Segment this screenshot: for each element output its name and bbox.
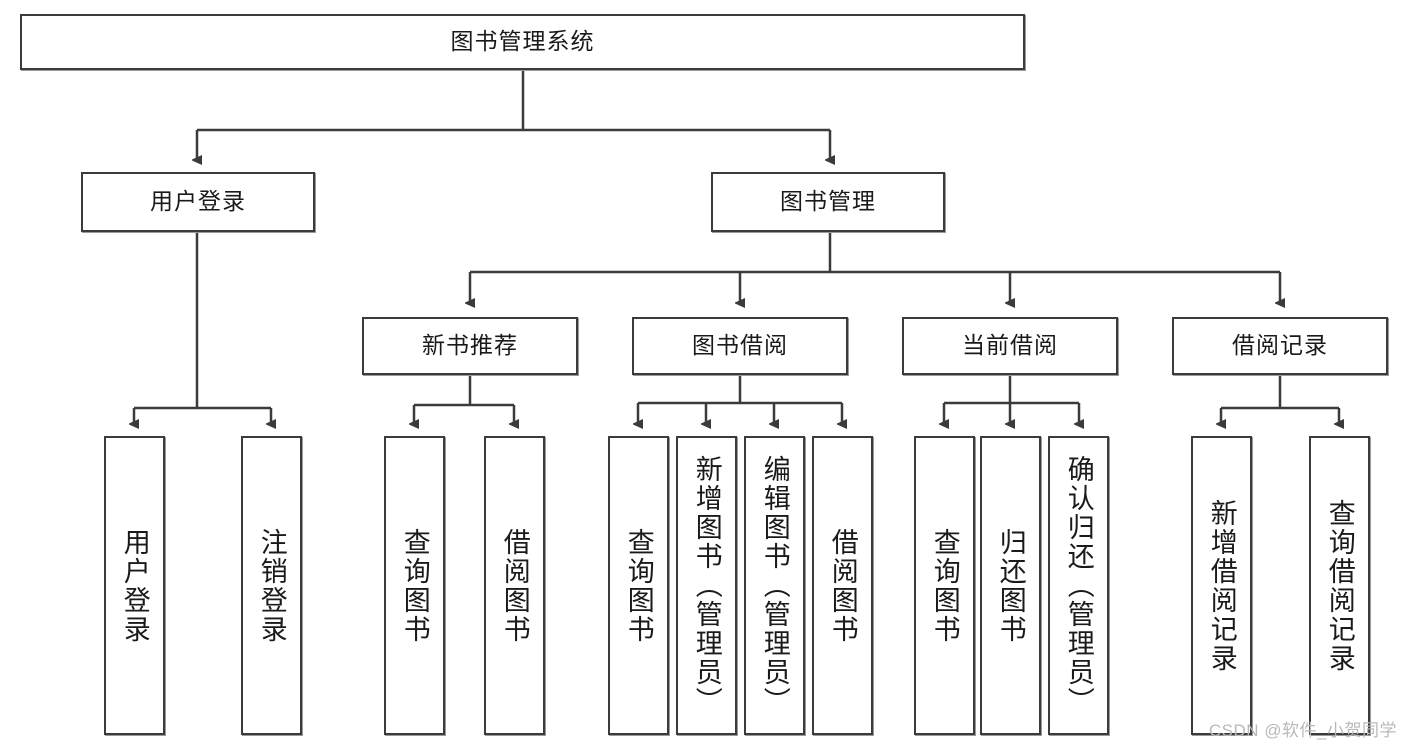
node-label: 注销登录 [256,527,287,644]
node-label: 确认归还（管理员） [1063,455,1094,716]
node-label: 图书管理 [780,188,876,215]
node-leaf-recommend-query-book[interactable]: 查询图书 [384,436,445,735]
node-label: 用户登录 [119,527,150,644]
node-leaf-recommend-borrow-book[interactable]: 借阅图书 [484,436,545,735]
node-label: 新增图书（管理员） [691,455,722,716]
node-leaf-borrow-query-book[interactable]: 查询图书 [608,436,669,735]
node-label: 图书借阅 [692,332,788,359]
node-book-borrow[interactable]: 图书借阅 [632,317,848,375]
node-leaf-user-login[interactable]: 用户登录 [104,436,165,735]
node-leaf-record-add[interactable]: 新增借阅记录 [1191,436,1252,735]
node-user-login[interactable]: 用户登录 [81,172,315,232]
node-label: 借阅记录 [1232,332,1328,359]
node-label: 查询图书 [399,527,430,644]
node-new-book-recommend[interactable]: 新书推荐 [362,317,578,375]
node-label: 用户登录 [150,188,246,215]
node-label: 借阅图书 [499,527,530,644]
node-label: 借阅图书 [827,527,858,644]
node-current-borrow[interactable]: 当前借阅 [902,317,1118,375]
node-label: 编辑图书（管理员） [759,455,790,716]
node-leaf-borrow-borrow-book[interactable]: 借阅图书 [812,436,873,735]
node-label: 新书推荐 [422,332,518,359]
node-leaf-current-query-book[interactable]: 查询图书 [914,436,975,735]
node-root-system[interactable]: 图书管理系统 [20,14,1025,70]
node-leaf-user-logout[interactable]: 注销登录 [241,436,302,735]
node-label: 图书管理系统 [450,28,595,55]
node-label: 新增借阅记录 [1206,498,1237,673]
watermark-text: CSDN @软件_小贺同学 [1208,721,1397,740]
node-book-management[interactable]: 图书管理 [711,172,945,232]
node-borrow-record[interactable]: 借阅记录 [1172,317,1388,375]
node-label: 归还图书 [995,527,1026,644]
node-label: 当前借阅 [962,332,1058,359]
node-label: 查询图书 [929,527,960,644]
node-leaf-current-return-book[interactable]: 归还图书 [980,436,1041,735]
node-leaf-borrow-edit-book[interactable]: 编辑图书（管理员） [744,436,805,735]
node-leaf-record-query[interactable]: 查询借阅记录 [1309,436,1370,735]
node-leaf-current-confirm-return[interactable]: 确认归还（管理员） [1048,436,1109,735]
node-leaf-borrow-add-book[interactable]: 新增图书（管理员） [676,436,737,735]
node-label: 查询借阅记录 [1324,498,1355,673]
node-label: 查询图书 [623,527,654,644]
